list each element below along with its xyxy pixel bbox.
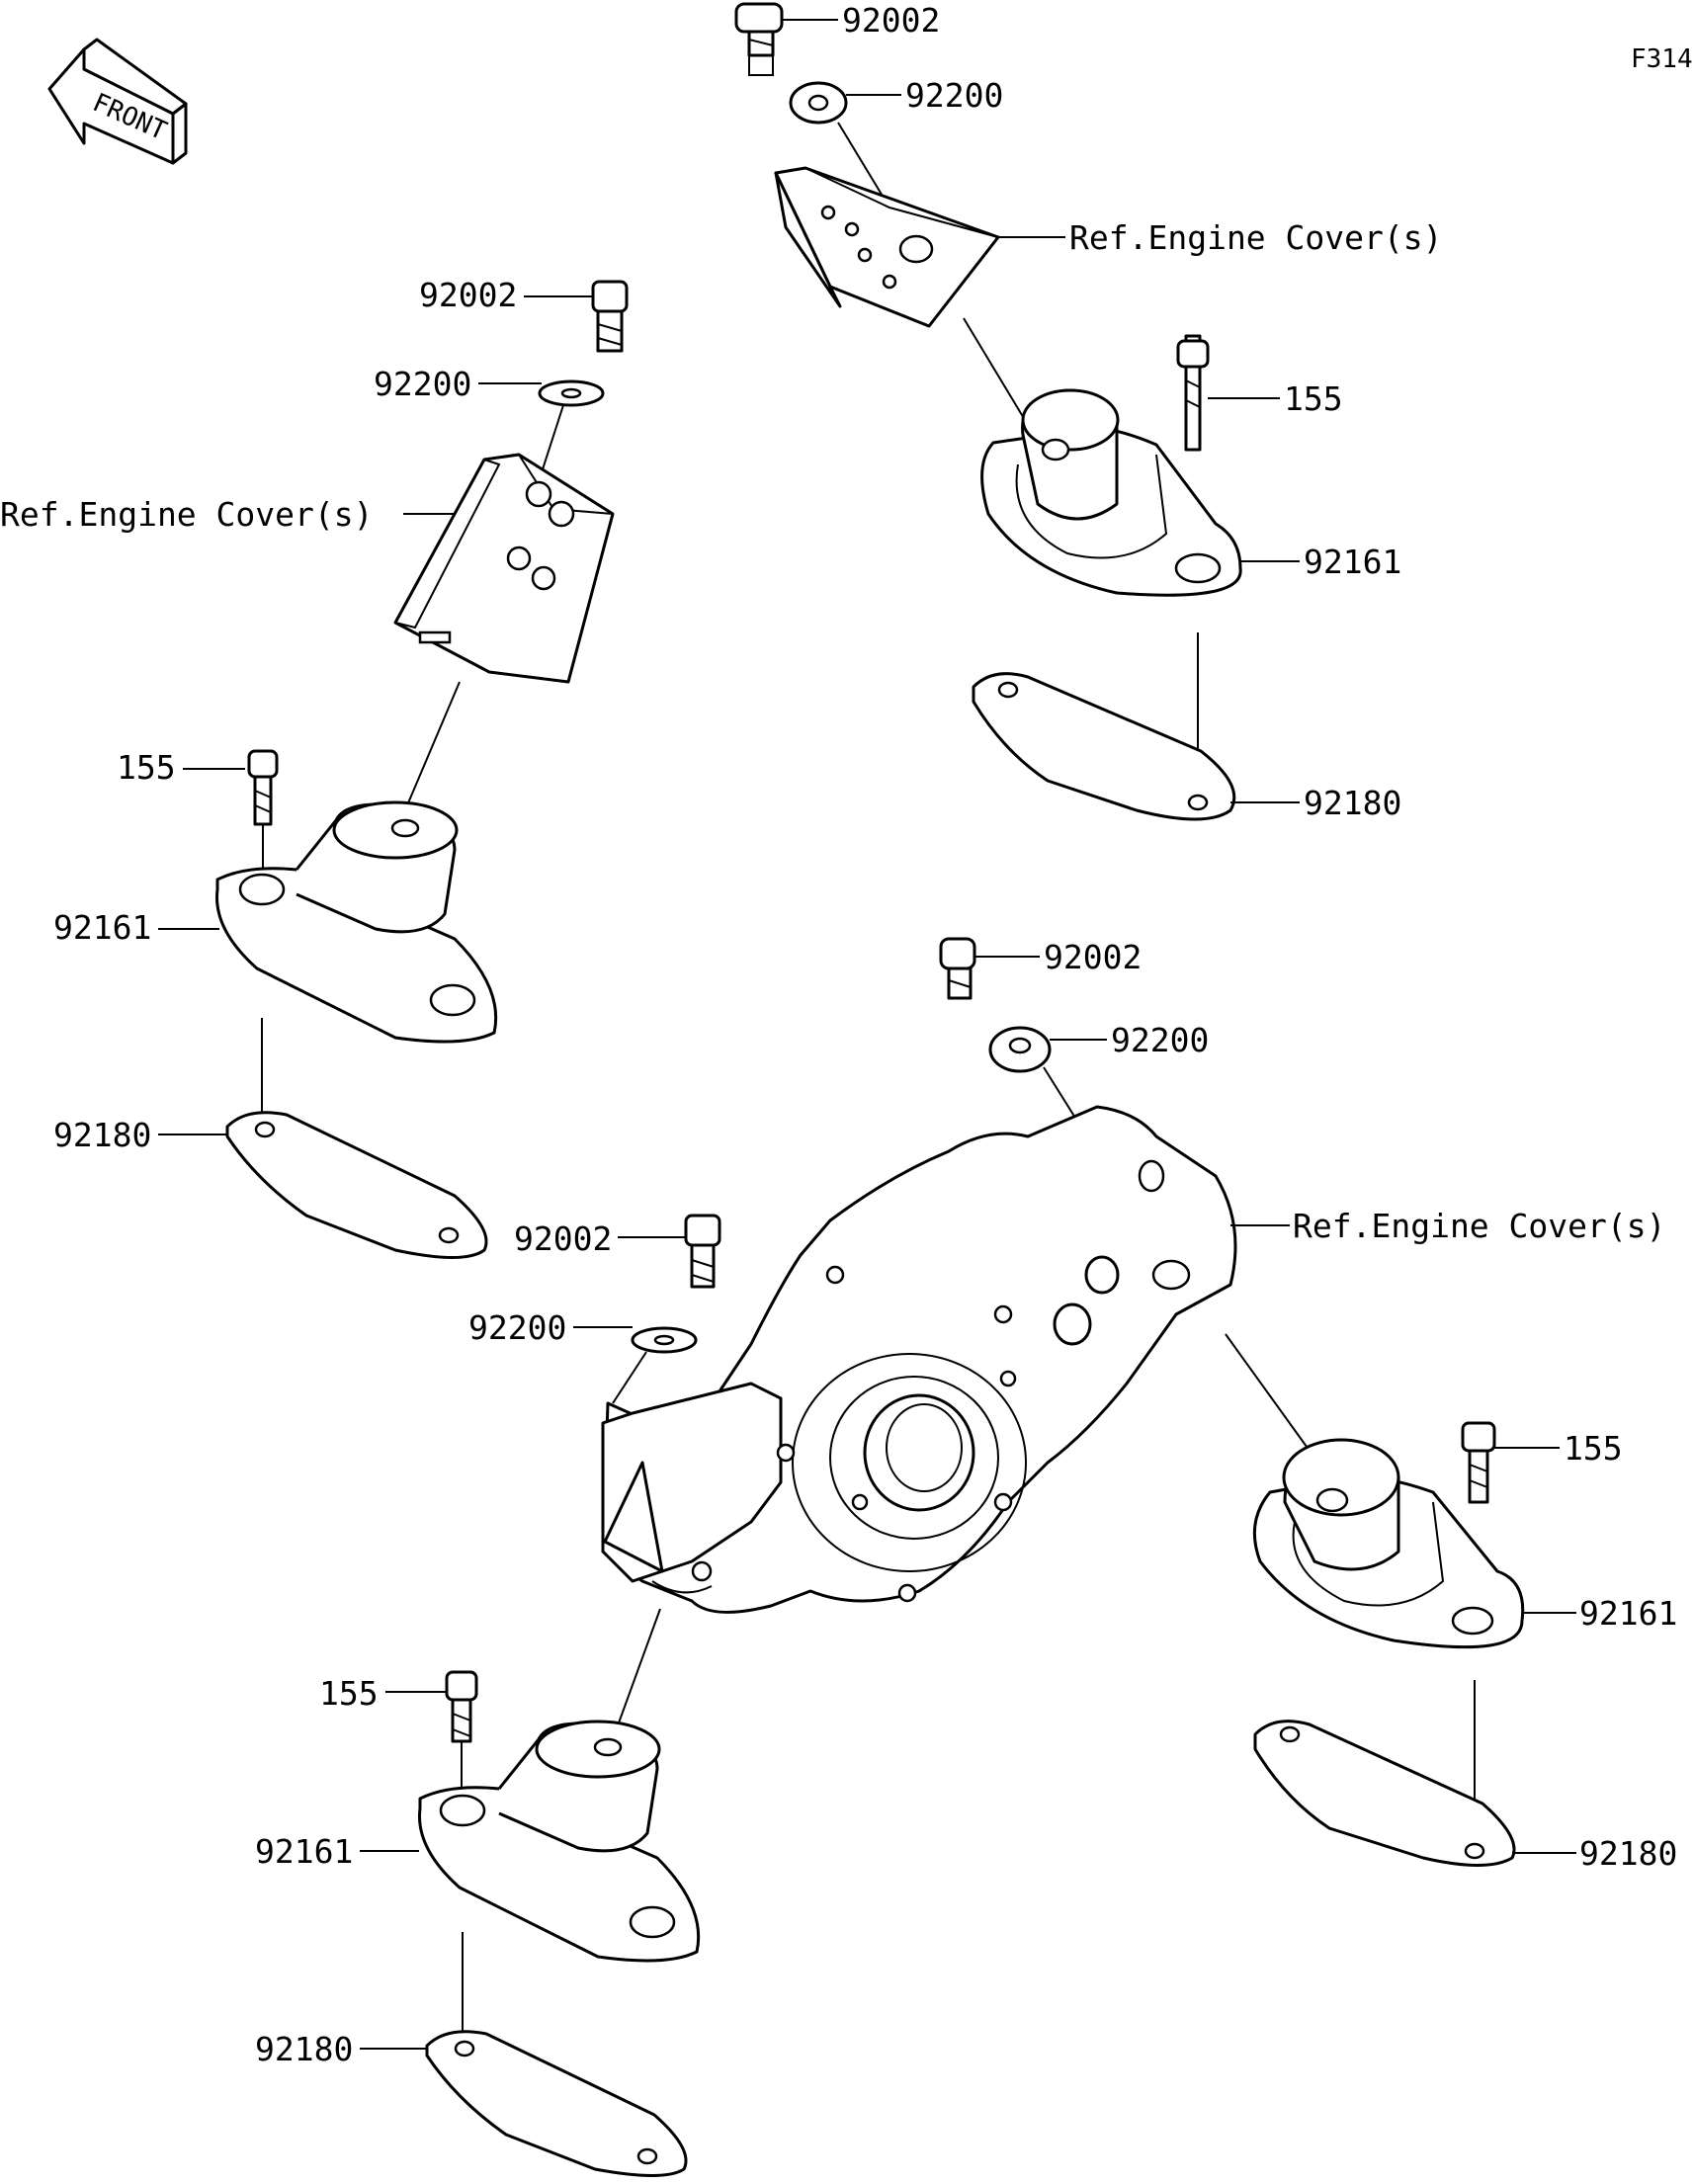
gearcase-icon: [601, 1105, 1237, 1614]
callout-top-washer: 92200: [905, 76, 1003, 115]
center-bolt-icon: [684, 1214, 721, 1289]
bottom-assembly: 155 92161 92180: [255, 1670, 701, 2177]
callout-top-right-mount: 92161: [1304, 543, 1401, 581]
left-bracket-icon: [393, 453, 615, 684]
callout-left-ref: Ref.Engine Cover(s): [0, 495, 374, 534]
left-plate-icon: [225, 1111, 488, 1259]
top-right-bolt-icon: [1176, 334, 1210, 452]
top-bolt-icon: [734, 2, 784, 76]
left-assembly: 92002 92200 Ref.Engine Cover(s): [0, 276, 629, 1259]
top-washer-icon: [789, 81, 848, 125]
callout-center-bolt: 92002: [514, 1219, 612, 1258]
top-right-plate-icon: [972, 672, 1236, 821]
mid-bolt-icon: [939, 937, 976, 1000]
bottom-bolt-icon: [445, 1670, 478, 1743]
center-washer-icon: [631, 1326, 698, 1354]
top-right-mount-icon: [980, 388, 1242, 597]
top-bracket-icon: [774, 166, 1000, 328]
center-assembly: 92002 92200 92002 92200: [468, 937, 1666, 1740]
callout-right-bolt: 155: [1564, 1429, 1623, 1468]
front-arrow-icon: FRONT: [47, 38, 188, 165]
callout-mid-bolt: 92002: [1044, 938, 1142, 976]
callout-top-ref: Ref.Engine Cover(s): [1069, 218, 1443, 257]
right-bolt-icon: [1461, 1421, 1496, 1504]
right-plate-icon: [1253, 1720, 1516, 1867]
callout-bottom-bolt: 155: [319, 1674, 379, 1713]
callout-right-plate: 92180: [1579, 1834, 1677, 1873]
right-assembly: 155 92161 92180: [1252, 1421, 1677, 1873]
callout-top-right-plate: 92180: [1304, 784, 1401, 822]
top-right-assembly: 92002 92200 Ref.Engine Cover(s): [734, 1, 1443, 822]
left-mount-icon: [215, 800, 498, 1044]
callout-mid-washer: 92200: [1111, 1021, 1209, 1059]
bottom-mount-icon: [418, 1720, 701, 1963]
callout-left-washer: 92200: [374, 365, 471, 403]
callout-left-small-bolt: 155: [117, 748, 176, 787]
callout-right-mount: 92161: [1579, 1594, 1677, 1633]
left-bolt-icon: [591, 280, 629, 353]
callout-left-bolt: 92002: [419, 276, 517, 314]
callout-left-plate: 92180: [53, 1116, 151, 1154]
callout-center-washer: 92200: [468, 1308, 566, 1347]
callout-top-bolt: 92002: [842, 1, 940, 40]
diagram-code: F3144: [1631, 44, 1693, 74]
mid-washer-icon: [988, 1026, 1052, 1073]
left-washer-icon: [538, 379, 605, 407]
callout-top-right-bolt: 155: [1284, 379, 1343, 418]
callout-left-mount: 92161: [53, 908, 151, 947]
left-small-bolt-icon: [247, 749, 279, 826]
callout-bottom-plate: 92180: [255, 2030, 353, 2068]
right-mount-icon: [1252, 1438, 1525, 1649]
callout-mid-ref: Ref.Engine Cover(s): [1293, 1207, 1666, 1245]
bottom-plate-icon: [425, 2030, 688, 2177]
callout-bottom-mount: 92161: [255, 1832, 353, 1871]
